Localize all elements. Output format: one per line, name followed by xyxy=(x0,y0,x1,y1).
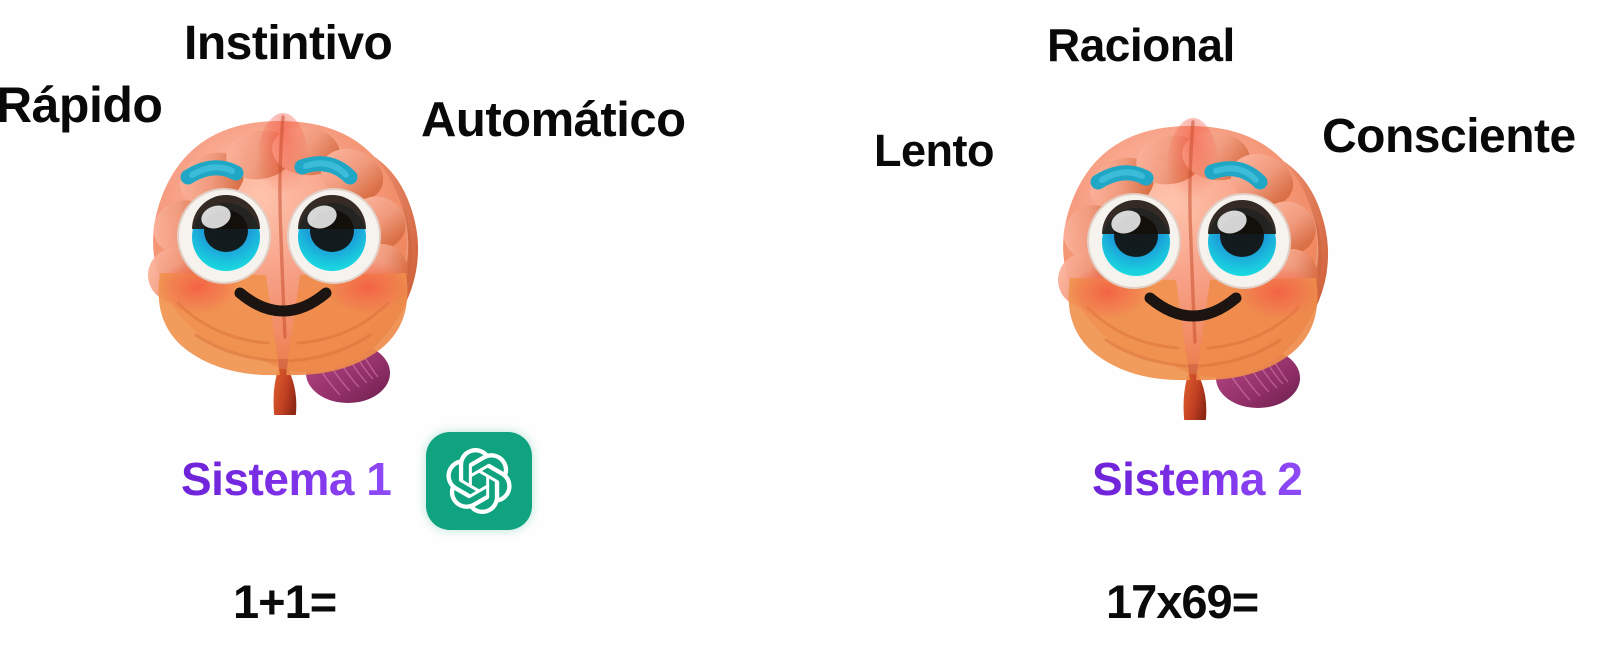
eye-left xyxy=(1087,193,1181,289)
equation-system-1: 1+1= xyxy=(233,575,337,628)
label-lento: Lento xyxy=(874,125,994,176)
system-2-label: Sistema 2 xyxy=(1092,453,1303,505)
brain-illustration-right xyxy=(1030,110,1360,420)
label-instintivo: Instintivo xyxy=(184,17,393,70)
eyebrow xyxy=(1090,161,1268,190)
eye-right xyxy=(287,188,381,284)
label-racional: Racional xyxy=(1047,19,1235,71)
eye-left xyxy=(177,188,271,284)
openai-logo[interactable] xyxy=(426,432,532,530)
openai-knot-icon xyxy=(446,448,512,514)
system-1-label: Sistema 1 xyxy=(181,453,392,505)
label-automatico: Automático xyxy=(421,93,686,147)
brain-illustration-left xyxy=(120,105,450,415)
label-consciente: Consciente xyxy=(1322,110,1576,163)
eyebrow xyxy=(180,156,358,185)
equation-system-2: 17x69= xyxy=(1106,575,1259,628)
eye-right xyxy=(1197,193,1291,289)
label-rapido: Rápido xyxy=(0,77,163,133)
